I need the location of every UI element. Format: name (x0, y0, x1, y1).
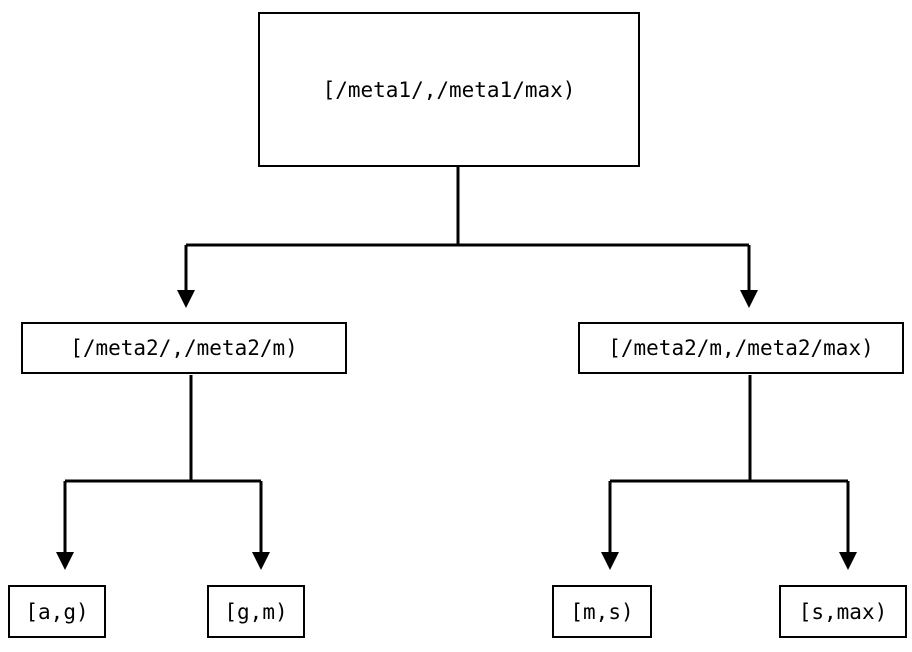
node-leaf-a-g[interactable]: [a,g) (8, 585, 106, 638)
node-mid-right[interactable]: [/meta2/m,/meta2/max) (578, 322, 904, 374)
node-leaf-a-g-label: [a,g) (25, 599, 89, 624)
arrowhead-to-leaf3 (601, 552, 619, 570)
node-mid-left-label: [/meta2/,/meta2/m) (70, 336, 298, 360)
arrowhead-to-leaf4 (839, 552, 857, 570)
node-mid-left[interactable]: [/meta2/,/meta2/m) (21, 322, 347, 374)
arrowhead-to-leaf2 (252, 552, 270, 570)
node-leaf-s-max[interactable]: [s,max) (779, 585, 907, 638)
node-leaf-g-m-label: [g,m) (224, 599, 288, 624)
node-leaf-s-max-label: [s,max) (798, 599, 888, 624)
node-leaf-g-m[interactable]: [g,m) (207, 585, 305, 638)
arrowhead-to-mid-right (740, 290, 758, 308)
node-root[interactable]: [/meta1/,/meta1/max) (258, 12, 640, 167)
node-mid-right-label: [/meta2/m,/meta2/max) (608, 336, 874, 360)
node-leaf-m-s[interactable]: [m,s) (552, 585, 652, 638)
arrowhead-to-leaf1 (56, 552, 74, 570)
node-leaf-m-s-label: [m,s) (570, 599, 634, 624)
arrowhead-to-mid-left (177, 290, 195, 308)
node-root-label: [/meta1/,/meta1/max) (322, 77, 576, 102)
